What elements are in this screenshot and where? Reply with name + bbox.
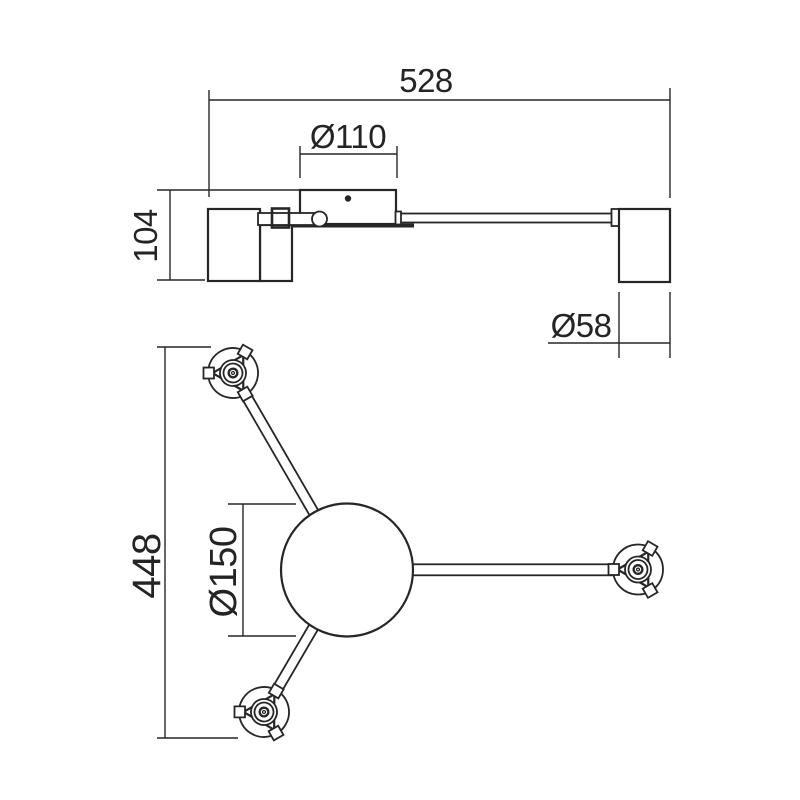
spot-head-left-rear [258,223,294,283]
left-head-assembly [206,207,328,283]
spot-head-right [617,207,672,284]
arm-end-cap [311,210,328,228]
side-view: 528 Ø110 104 [127,62,672,358]
dimension-overall-span: 448 [125,346,238,739]
spot-head-left [206,207,262,283]
dimension-canopy-diameter: Ø110 [299,118,398,178]
canopy-screw-hole [344,195,352,202]
dimension-body-diameter: Ø150 [203,503,296,637]
dimension-label-height: 104 [127,209,164,263]
arm-tube [396,212,614,224]
dimension-label-528: 528 [399,62,453,99]
central-body-circle [279,502,415,638]
plan-head-right [607,540,665,599]
right-arm [394,208,620,227]
dimension-head-diameter: Ø58 [548,292,671,358]
plan-head-lower-left [225,671,305,749]
arm-tube-right [404,563,631,577]
plan-head-upper-left [194,336,274,414]
dimension-label-head: Ø58 [551,307,612,344]
mounting-plate [277,223,414,228]
dimension-label-body: Ø150 [203,527,245,618]
dimension-overall-width: 528 [208,62,671,198]
plan-view: 448 Ø150 [125,336,665,749]
dimension-label-canopy: Ø110 [310,118,386,155]
arm-joint-cap [394,210,402,226]
pivot-sleeve [270,207,291,229]
dimension-label-span: 448 [125,533,169,598]
arm-joint-cap [610,208,620,227]
dimension-height: 104 [127,189,300,281]
